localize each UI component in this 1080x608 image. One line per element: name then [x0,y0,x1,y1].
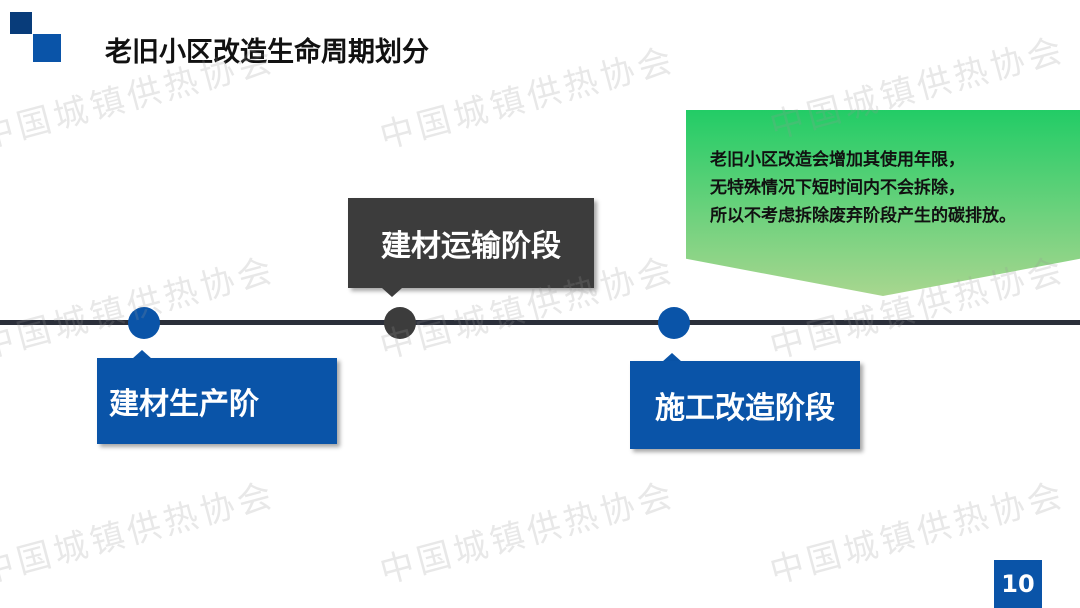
stage-2-box: 建材运输阶段 [348,198,594,288]
note-text: 老旧小区改造会增加其使用年限， 无特殊情况下短时间内不会拆除， 所以不考虑拆除废… [710,146,1016,230]
note-line-1: 老旧小区改造会增加其使用年限， [710,150,965,170]
watermark: 中国城镇供热协会 [375,474,680,593]
timeline-line [0,320,1080,325]
logo-square-dark [10,12,32,34]
stage-3-box: 施工改造阶段 [630,361,860,449]
slide-title: 老旧小区改造生命周期划分 [105,37,429,68]
stage-1-box: 建材生产阶 [97,358,337,444]
stage-2-label: 建材运输阶段 [381,229,561,264]
stage-1-pointer [132,350,152,359]
note-line-2: 无特殊情况下短时间内不会拆除， [710,178,965,198]
watermark: 中国城镇供热协会 [0,474,280,593]
page-number: 10 [994,560,1042,608]
stage-3-pointer [662,353,682,362]
note-line-3: 所以不考虑拆除废弃阶段产生的碳排放。 [710,206,1016,226]
stage-3-label: 施工改造阶段 [655,391,835,426]
timeline-dot-1 [128,307,160,339]
timeline-dot-2 [384,307,416,339]
note-callout [686,110,1080,296]
stage-1-label: 建材生产阶 [109,387,259,422]
timeline-dot-3 [658,307,690,339]
stage-2-pointer [382,288,402,297]
logo-square-blue [33,34,61,62]
